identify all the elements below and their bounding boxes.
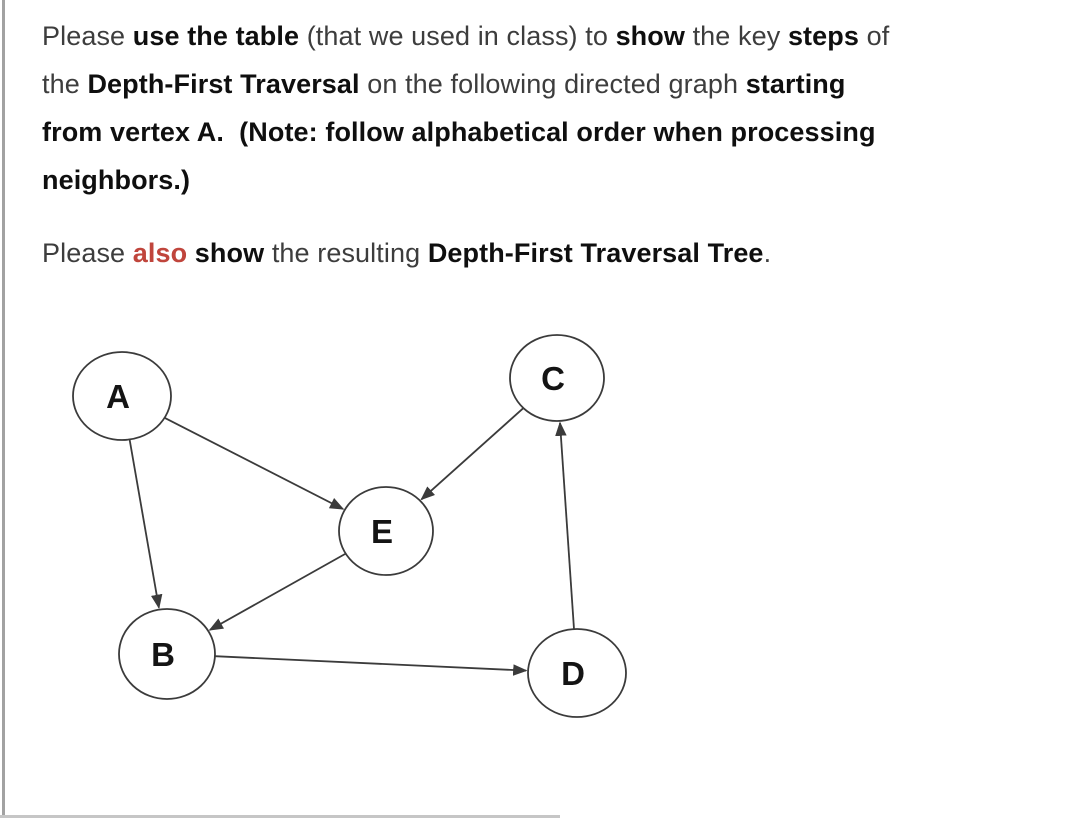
text-run: from vertex A. (Note: follow alphabetica… (42, 117, 876, 147)
text-run: Depth-First Traversal (87, 69, 368, 99)
text-run: Please (42, 21, 133, 51)
question-paragraph-1: Please use the table (that we used in cl… (42, 12, 1054, 204)
text-run: steps (787, 21, 867, 51)
graph-node-circle-A (72, 351, 172, 441)
text-run: . (763, 238, 772, 268)
graph-edge-A-B (128, 439, 163, 610)
graph-node-label-B: B (151, 636, 175, 673)
graph-edge-D-C (555, 421, 575, 630)
text-run: the key (692, 21, 788, 51)
text-run: also (132, 238, 195, 268)
page-bottom-border (0, 815, 560, 818)
text-line: Please also show the resulting Depth-Fir… (42, 229, 1054, 277)
graph-node-label-E: E (371, 513, 393, 550)
text-line: neighbors.) (42, 156, 1054, 204)
text-run: on the following directed graph (367, 69, 746, 99)
graph-edge-E-B (208, 552, 347, 631)
text-line: Please use the table (that we used in cl… (42, 12, 1054, 60)
text-run: use the table (132, 21, 307, 51)
graph-node-circle-B (118, 608, 216, 700)
graph-edge-C-E (420, 407, 525, 501)
text-line: the Depth-First Traversal on the followi… (42, 60, 1054, 108)
graph-node-label-D: D (561, 655, 585, 692)
text-run: starting (745, 69, 846, 99)
text-run: show (615, 21, 693, 51)
graph-edge-B-D (214, 655, 528, 676)
page-left-border (2, 0, 5, 818)
text-run: Please (42, 238, 133, 268)
graph-node-label-A: A (106, 378, 130, 415)
text-run: the resulting (271, 238, 428, 268)
text-run: show (194, 238, 272, 268)
text-run: Depth-First Traversal Tree (427, 238, 764, 268)
text-run: the (42, 69, 88, 99)
text-run: neighbors.) (42, 165, 191, 195)
graph-edge-A-E (164, 416, 345, 510)
text-run: of (866, 21, 890, 51)
graph-node-circle-C (509, 334, 605, 422)
text-run: (that we used in class) to (306, 21, 616, 51)
question-paragraph-2: Please also show the resulting Depth-Fir… (42, 229, 1054, 277)
directed-graph-figure: A C E B D (72, 334, 627, 718)
graph-node-circle-D (527, 628, 627, 718)
text-line: from vertex A. (Note: follow alphabetica… (42, 108, 1054, 156)
graph-node-label-C: C (541, 360, 565, 397)
question-text-block: Please use the table (that we used in cl… (42, 12, 1054, 277)
graph-node-circle-E (338, 486, 434, 576)
